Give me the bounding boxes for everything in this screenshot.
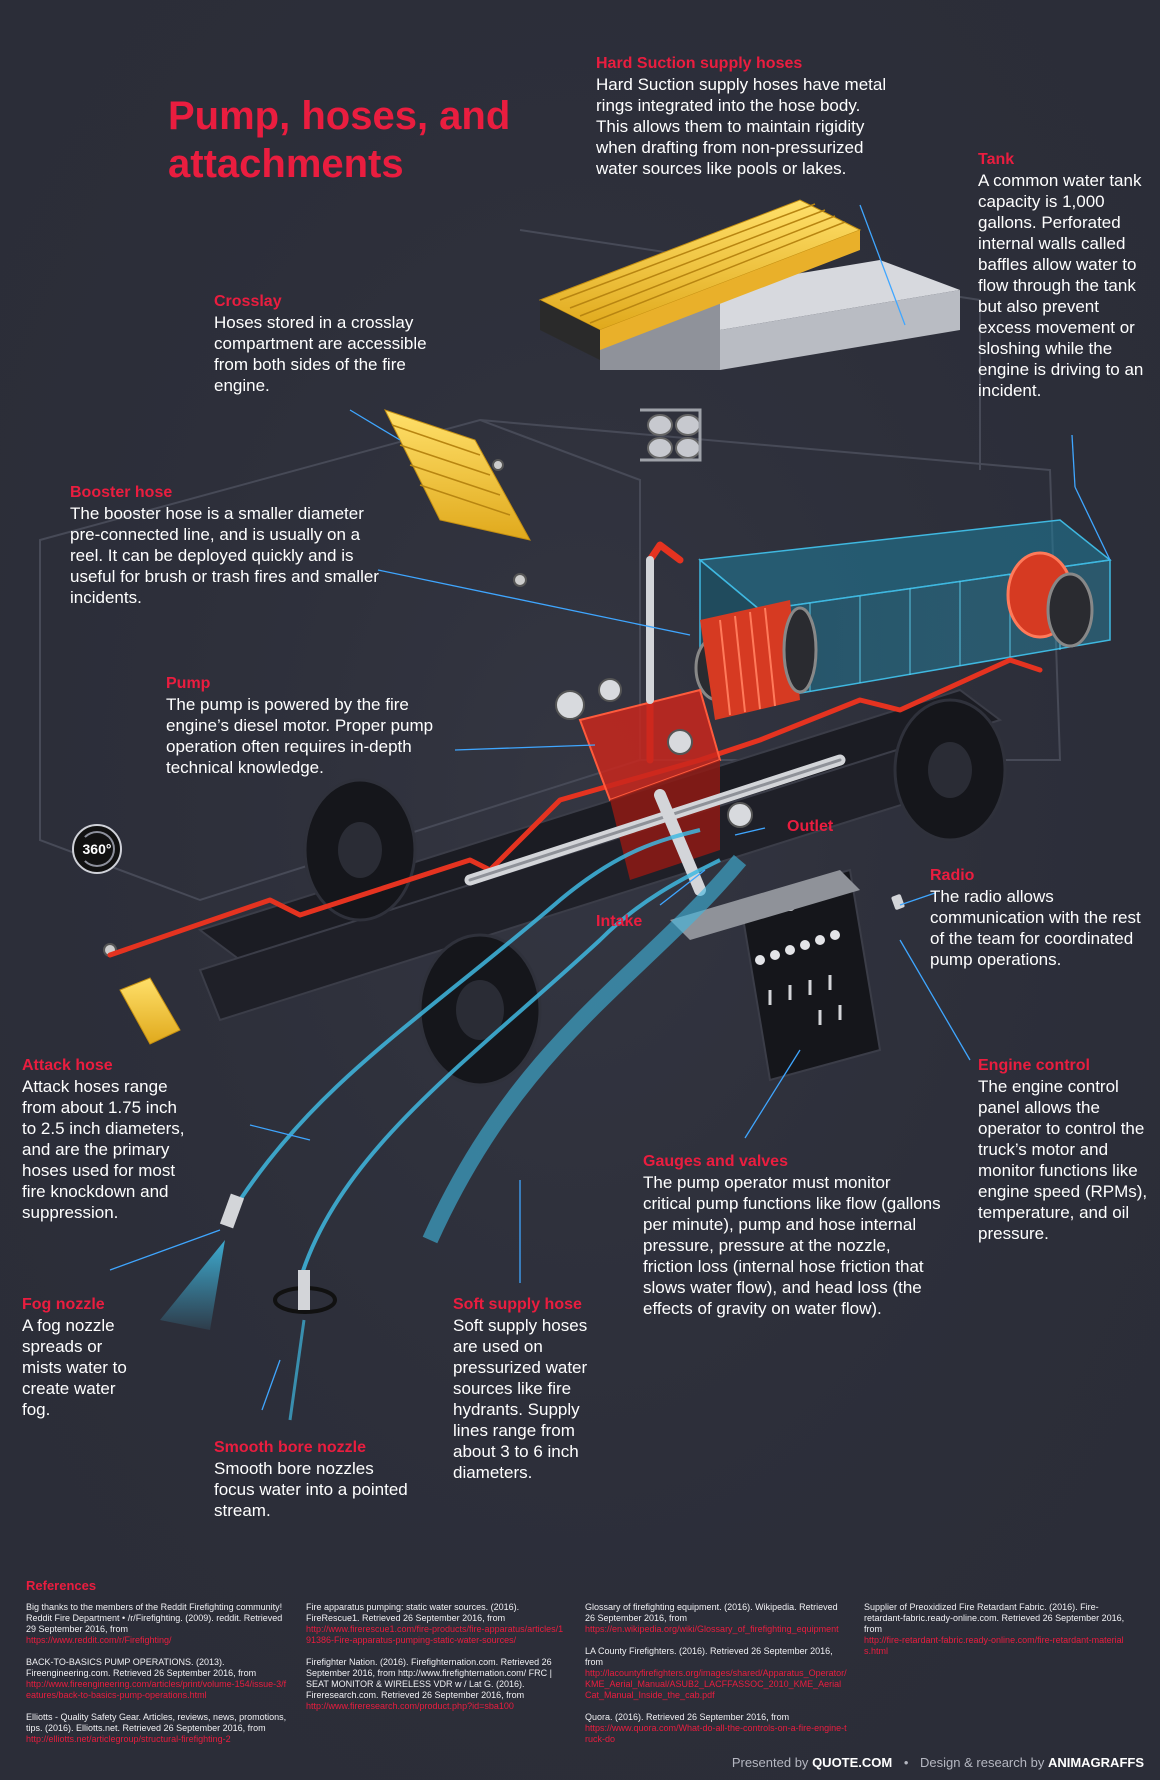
section-text: A fog nozzle spreads or mists water to c… [22,1316,127,1419]
designer-logo[interactable]: ANIMAGRAFFS [1047,1755,1144,1770]
section-heading: Gauges and valves [643,1153,788,1170]
section-text: Hoses stored in a crosslay compartment a… [214,313,427,395]
reference-item: Big thanks to the members of the Reddit … [26,1602,288,1646]
leader-lines [109,204,1111,1411]
reference-text: Big thanks to the members of the Reddit … [26,1602,283,1634]
reference-link[interactable]: http://lacountyfirefighters.org/images/s… [585,1668,847,1700]
reference-link[interactable]: https://en.wikipedia.org/wiki/Glossary_o… [585,1624,839,1634]
section-text: A common water tank capacity is 1,000 ga… [978,171,1144,400]
section-heading: Crosslay [214,293,282,310]
reference-link[interactable]: https://www.reddit.com/r/Firefighting/ [26,1635,172,1645]
section-text: The pump operator must monitor critical … [643,1173,941,1318]
rotate-arrow-icon [79,831,115,867]
section-heading: Attack hose [22,1057,113,1074]
section-radio: Radio The radio allows communication wit… [930,866,1154,970]
presented-by-text: Presented by [731,1755,809,1770]
wheels [303,698,1007,1087]
reference-item: Glossary of firefighting equipment. (201… [585,1602,847,1635]
reference-link[interactable]: https://www.quora.com/What-do-all-the-co… [585,1723,847,1744]
reference-item: Fire apparatus pumping: static water sou… [306,1602,568,1646]
footer-separator: • [903,1755,909,1770]
fog-nozzle [160,1193,245,1330]
reference-text: Fire apparatus pumping: static water sou… [306,1602,520,1623]
radio [891,894,905,910]
rear-hose [103,943,181,1045]
reference-link[interactable]: http://www.firerescue1.com/fire-products… [306,1624,564,1645]
reference-item: Firefighter Nation. (2016). Firefightern… [306,1657,568,1712]
references-column-3: Glossary of firefighting equipment. (201… [585,1602,847,1756]
reference-text: BACK-TO-BASICS PUMP OPERATIONS. (2013). … [26,1657,257,1678]
reference-text: Firefighter Nation. (2016). Firefightern… [306,1657,552,1700]
reference-text: Elliotts - Quality Safety Gear. Articles… [26,1712,287,1733]
section-text: Hard Suction supply hoses have metal rin… [596,75,887,178]
reference-text: Quora. (2016). Retrieved 26 September 20… [585,1712,790,1722]
section-soft-supply-hose: Soft supply hose Soft supply hoses are u… [453,1295,613,1483]
reference-text: Glossary of firefighting equipment. (201… [585,1602,838,1623]
section-heading: Radio [930,867,975,884]
section-hard-suction: Hard Suction supply hoses Hard Suction s… [596,54,896,179]
section-booster-hose: Booster hose The booster hose is a small… [70,483,388,608]
section-heading: Fog nozzle [22,1296,105,1313]
reference-item: Quora. (2016). Retrieved 26 September 20… [585,1712,847,1745]
footer-credits: Presented by QUOTE.COM • Design & resear… [732,1755,1144,1770]
crosslay-hoses [384,409,531,587]
section-text: Soft supply hoses are used on pressurize… [453,1316,588,1482]
section-text: Smooth bore nozzles focus water into a p… [214,1459,408,1520]
section-text: The engine control panel allows the oper… [978,1077,1148,1243]
section-heading: Hard Suction supply hoses [596,55,803,72]
section-tank: Tank A common water tank capacity is 1,0… [978,150,1154,401]
attack-hose [238,828,721,1281]
references-column-2: Fire apparatus pumping: static water sou… [306,1602,568,1723]
section-heading: Pump [166,675,211,692]
section-heading: Engine control [978,1057,1090,1074]
section-attack-hose: Attack hose Attack hoses range from abou… [22,1056,192,1223]
hose-bed-yellow [538,199,862,360]
design-by-text: Design & research by [920,1755,1045,1770]
section-gauges-valves: Gauges and valves The pump operator must… [643,1152,943,1319]
section-pump: Pump The pump is powered by the fire eng… [166,674,454,778]
page-title: Pump, hoses, and attachments [168,94,511,186]
reference-text: LA County Firefighters. (2016). Retrieve… [585,1646,833,1667]
reference-link[interactable]: http://elliotts.net/articlegroup/structu… [26,1734,231,1744]
section-smooth-bore-nozzle: Smooth bore nozzle Smooth bore nozzles f… [214,1438,414,1521]
reference-link[interactable]: http://www.fireresearch.com/product.php?… [306,1701,514,1711]
presenter-logo[interactable]: QUOTE.COM [812,1755,893,1770]
references-column-1: Big thanks to the members of the Reddit … [26,1602,288,1756]
references-heading: References [26,1578,97,1593]
reference-item: LA County Firefighters. (2016). Retrieve… [585,1646,847,1701]
reference-link[interactable]: http://www.fireengineering.com/articles/… [26,1679,287,1700]
rear-reel [1006,551,1094,648]
section-heading: Tank [978,151,1015,168]
section-text: Attack hoses range from about 1.75 inch … [22,1077,185,1222]
references-column-4: Supplier of Preoxidized Fire Retardant F… [864,1602,1126,1668]
outlet-label: Outlet [787,818,834,835]
rotate-360-button[interactable]: 360° [72,824,122,874]
reference-link[interactable]: http://fire-retardant-fabric.ready-onlin… [864,1635,1124,1656]
section-text: The pump is powered by the fire engine’s… [166,695,434,777]
soft-supply-hose [422,854,747,1244]
section-heading: Booster hose [70,484,173,501]
section-engine-control: Engine control The engine control panel … [978,1056,1154,1244]
section-heading: Smooth bore nozzle [214,1439,366,1456]
section-crosslay: Crosslay Hoses stored in a crosslay comp… [214,292,428,396]
section-text: The booster hose is a smaller diameter p… [70,504,379,607]
reference-item: BACK-TO-BASICS PUMP OPERATIONS. (2013). … [26,1657,288,1701]
reference-item: Supplier of Preoxidized Fire Retardant F… [864,1602,1126,1657]
section-text: The radio allows communication with the … [930,887,1141,969]
intake-label: Intake [596,913,643,930]
reference-item: Elliotts - Quality Safety Gear. Articles… [26,1712,288,1745]
booster-reel [694,600,818,720]
chrome-pipes [464,556,846,896]
section-heading: Soft supply hose [453,1296,582,1313]
reference-text: Supplier of Preoxidized Fire Retardant F… [864,1602,1125,1634]
control-panel [670,868,882,1082]
smooth-bore-nozzle [273,1270,337,1421]
section-fog-nozzle: Fog nozzle A fog nozzle spreads or mists… [22,1295,132,1420]
